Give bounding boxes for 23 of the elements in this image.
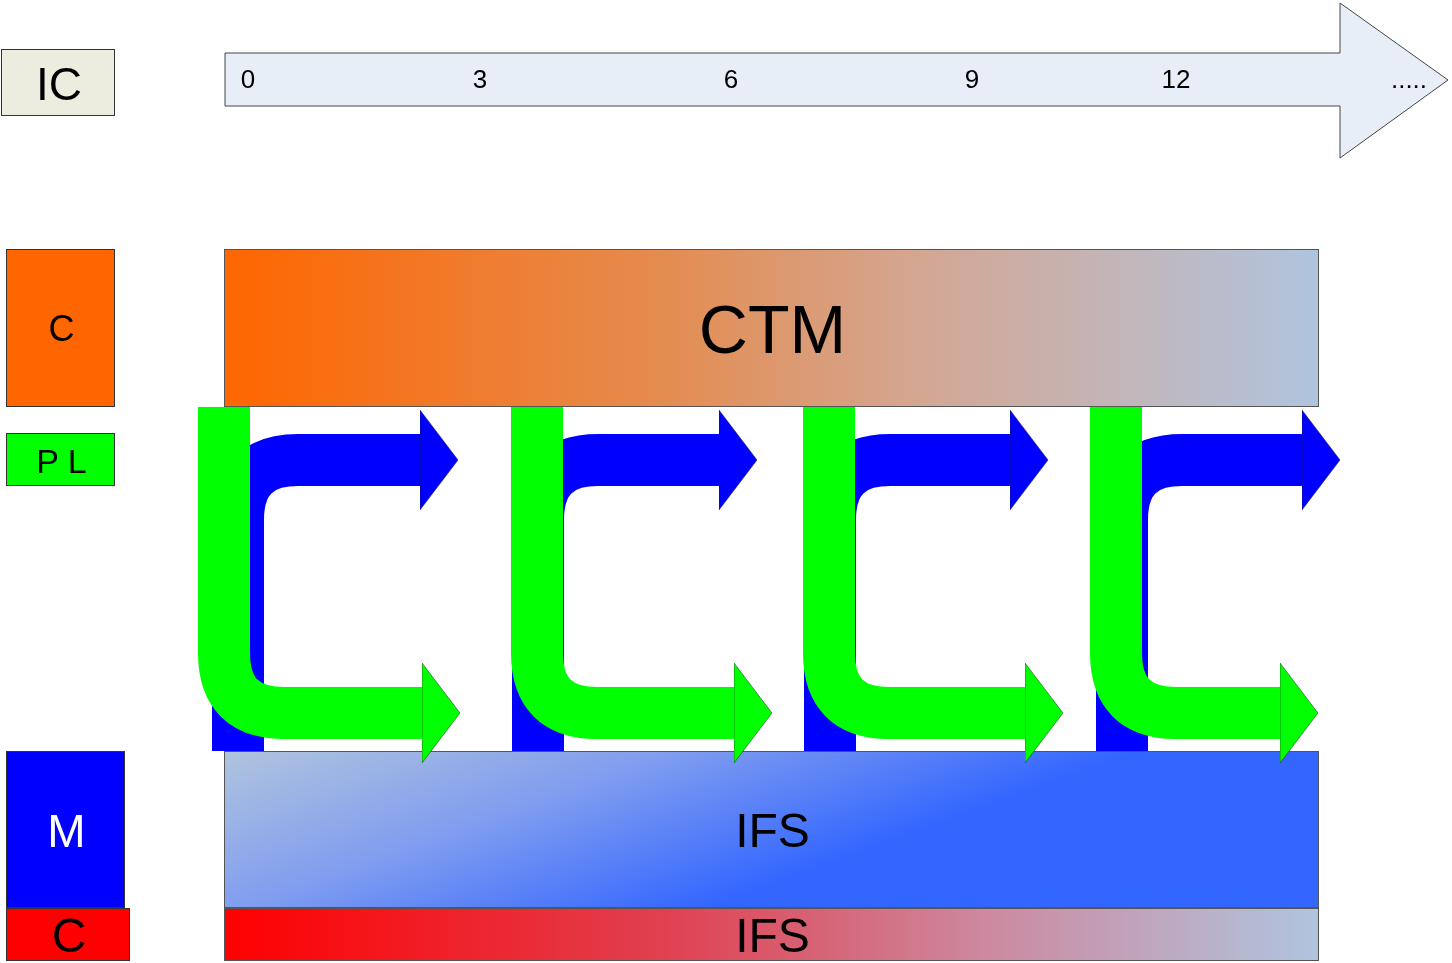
label-box [6,433,115,486]
layer-band [224,751,1319,908]
label-box [6,908,130,961]
tick-label: 0 [240,66,256,92]
box-label: IC [36,60,82,107]
band-label: IFS [735,911,810,960]
tick-label: 6 [723,66,739,92]
box-label: M [47,807,86,854]
layer-band [224,249,1319,407]
label-box [6,751,125,908]
box-label: C [48,311,75,347]
box-label: P L [36,443,87,478]
tick-label: 3 [472,66,488,92]
box-label: C [51,911,87,960]
layer-band [224,908,1319,961]
tick-label: ..... [1390,66,1428,92]
timeline-arrow [224,2,1450,159]
band-label: IFS [735,806,810,855]
tick-label: 9 [964,66,980,92]
label-box [6,249,115,407]
band-label: CTM [698,295,847,363]
label-box [1,49,115,116]
tick-label: 12 [1161,66,1191,92]
